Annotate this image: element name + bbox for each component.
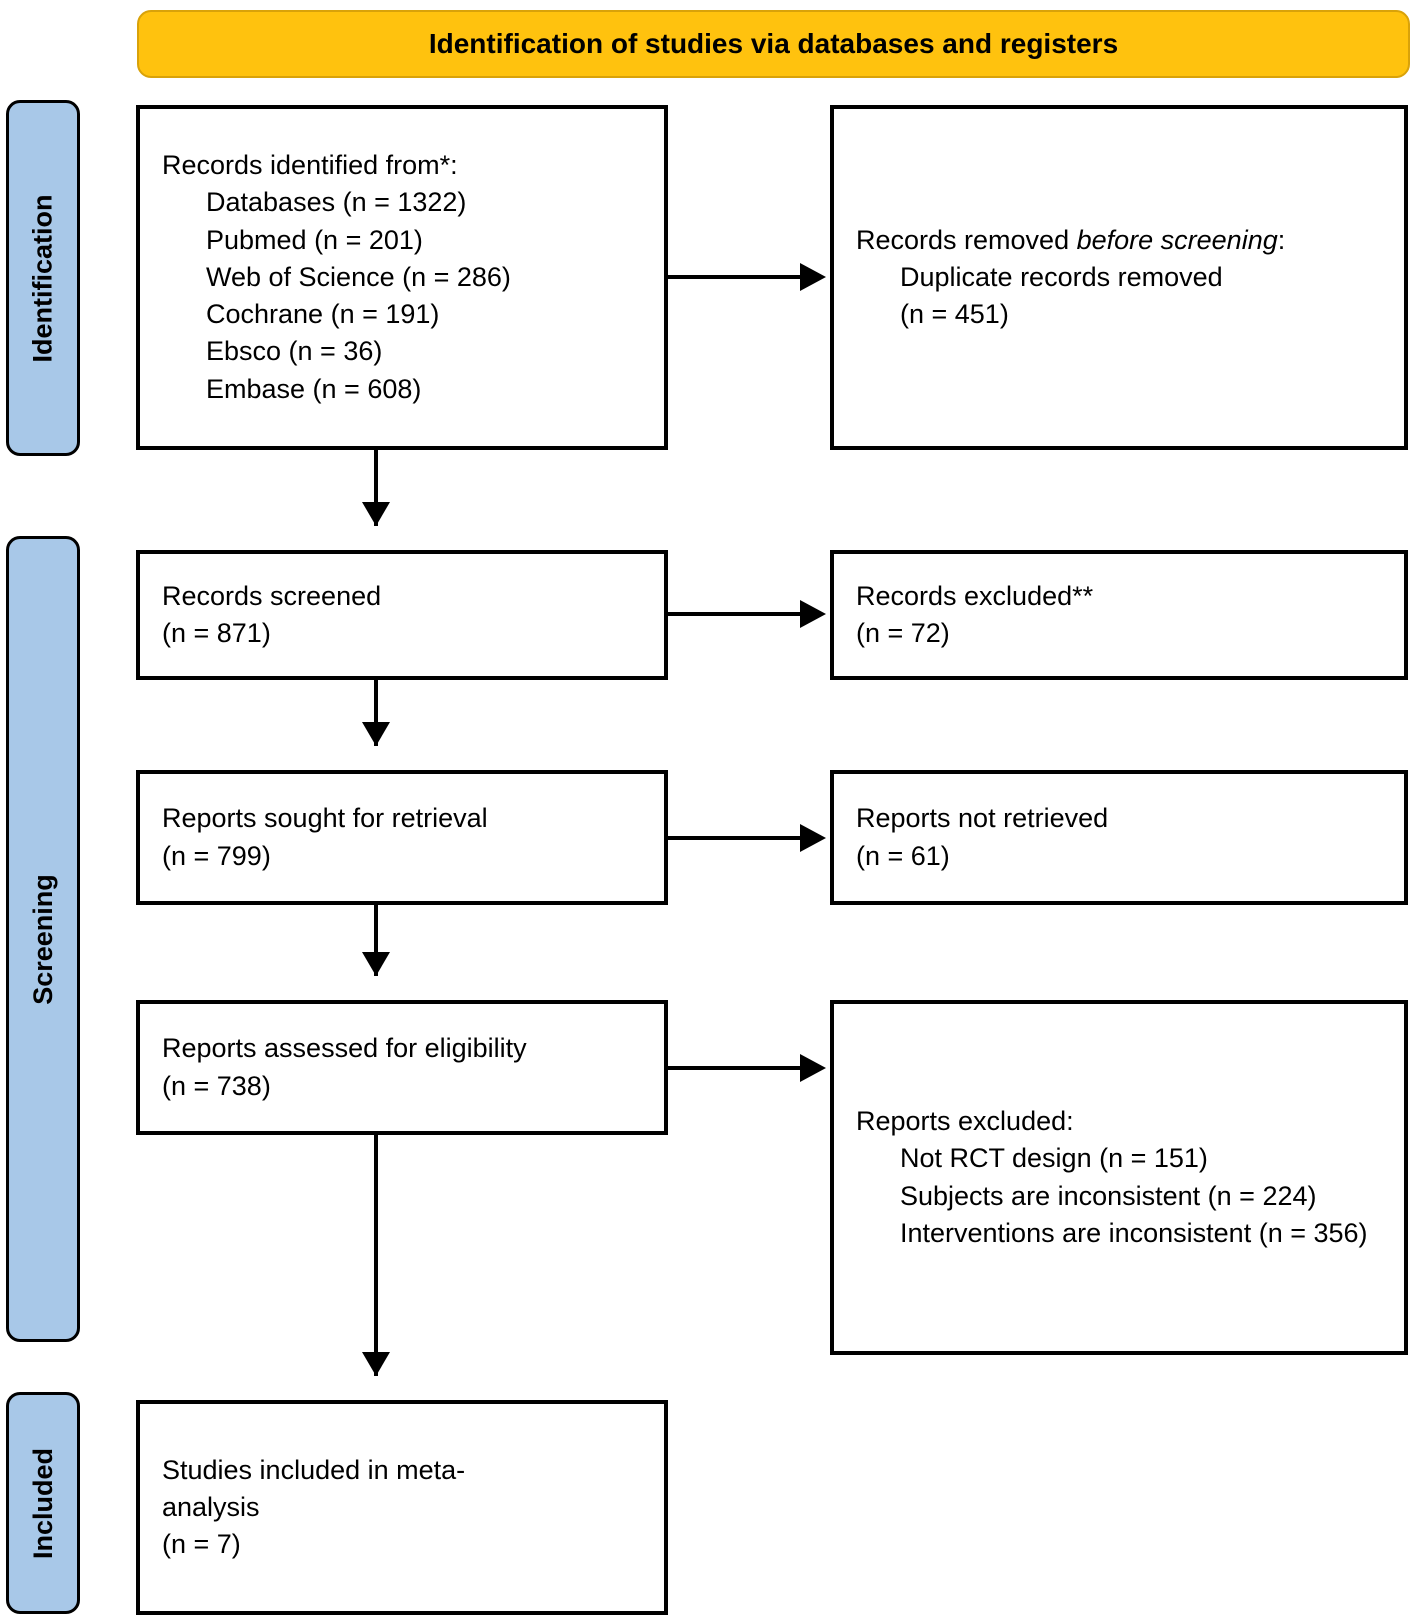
arrowhead-down-icon xyxy=(362,1352,390,1376)
stage-bar-included: Included xyxy=(6,1392,80,1614)
arrowhead-right-icon xyxy=(800,600,826,628)
reports-excluded-item: Interventions are inconsistent (n = 356) xyxy=(900,1217,1368,1248)
records-screened-label: Records screened xyxy=(162,580,382,611)
reports-assessed-count: (n = 738) xyxy=(162,1070,271,1101)
studies-included-count: (n = 7) xyxy=(162,1529,241,1560)
box-records-screened: Records screened (n = 871) xyxy=(136,550,668,680)
records-identified-item: Cochrane (n = 191) xyxy=(206,299,440,330)
reports-excluded-heading: Reports excluded: xyxy=(856,1106,1074,1136)
studies-included-label-line1: Studies included in meta- xyxy=(162,1454,466,1485)
box-reports-sought: Reports sought for retrieval (n = 799) xyxy=(136,770,668,905)
reports-not-retrieved-label: Reports not retrieved xyxy=(856,803,1109,834)
connector-vertical-screened-to-sought xyxy=(374,680,378,746)
arrowhead-right-icon xyxy=(800,1054,826,1082)
arrowhead-right-icon xyxy=(800,824,826,852)
records-identified-item: Databases (n = 1322) xyxy=(206,187,467,218)
records-identified-item: Web of Science (n = 286) xyxy=(206,261,511,292)
connector-horizontal-identified-to-removed xyxy=(668,275,802,279)
box-studies-included: Studies included in meta- analysis (n = … xyxy=(136,1400,668,1615)
arrowhead-down-icon xyxy=(362,722,390,746)
reports-excluded-item: Subjects are inconsistent (n = 224) xyxy=(900,1180,1317,1211)
records-removed-heading-colon: : xyxy=(1277,224,1286,255)
arrowhead-down-icon xyxy=(362,952,390,976)
records-identified-item: Embase (n = 608) xyxy=(206,373,422,404)
connector-vertical-assessed-to-included xyxy=(374,1135,378,1376)
records-identified-item: Ebsco (n = 36) xyxy=(206,336,383,367)
records-identified-item: Pubmed (n = 201) xyxy=(206,224,423,255)
reports-sought-label: Reports sought for retrieval xyxy=(162,803,488,834)
box-reports-excluded: Reports excluded: Not RCT design (n = 15… xyxy=(830,1000,1408,1355)
reports-sought-count: (n = 799) xyxy=(162,840,271,871)
box-reports-not-retrieved: Reports not retrieved (n = 61) xyxy=(830,770,1408,905)
records-identified-heading: Records identified from*: xyxy=(162,150,458,181)
connector-horizontal-sought-to-not-retrieved xyxy=(668,836,802,840)
stage-label-included: Included xyxy=(27,1447,58,1559)
records-screened-count: (n = 871) xyxy=(162,618,271,648)
connector-horizontal-assessed-to-excluded xyxy=(668,1066,802,1070)
stage-bar-screening: Screening xyxy=(6,536,80,1342)
box-records-excluded: Records excluded** (n = 72) xyxy=(830,550,1408,680)
records-excluded-count: (n = 72) xyxy=(856,618,950,648)
arrowhead-down-icon xyxy=(362,502,390,526)
diagram-title-banner: Identification of studies via databases … xyxy=(137,10,1410,78)
records-removed-count: (n = 451) xyxy=(900,299,1009,330)
stage-label-screening: Screening xyxy=(27,873,58,1005)
stage-bar-identification: Identification xyxy=(6,100,80,456)
records-excluded-label: Records excluded** xyxy=(856,580,1094,611)
reports-not-retrieved-count: (n = 61) xyxy=(856,840,950,871)
box-records-removed: Records removed before screening: Duplic… xyxy=(830,105,1408,450)
studies-included-label-line2: analysis xyxy=(162,1491,260,1522)
reports-excluded-item: Not RCT design (n = 151) xyxy=(900,1143,1208,1174)
diagram-title: Identification of studies via databases … xyxy=(428,28,1119,59)
connector-vertical-identified-to-screened xyxy=(374,450,378,526)
box-reports-assessed: Reports assessed for eligibility (n = 73… xyxy=(136,1000,668,1135)
reports-assessed-label: Reports assessed for eligibility xyxy=(162,1033,527,1064)
records-removed-heading-plain: Records removed xyxy=(856,224,1077,255)
records-removed-heading-italic: before screening xyxy=(1076,224,1278,255)
records-removed-heading: Records removed before screening: xyxy=(856,222,1382,259)
box-records-identified: Records identified from*: Databases (n =… xyxy=(136,105,668,450)
records-removed-item: Duplicate records removed xyxy=(900,261,1223,292)
stage-label-identification: Identification xyxy=(27,194,58,362)
connector-horizontal-screened-to-excluded xyxy=(668,612,802,616)
connector-vertical-sought-to-assessed xyxy=(374,905,378,976)
arrowhead-right-icon xyxy=(800,263,826,291)
